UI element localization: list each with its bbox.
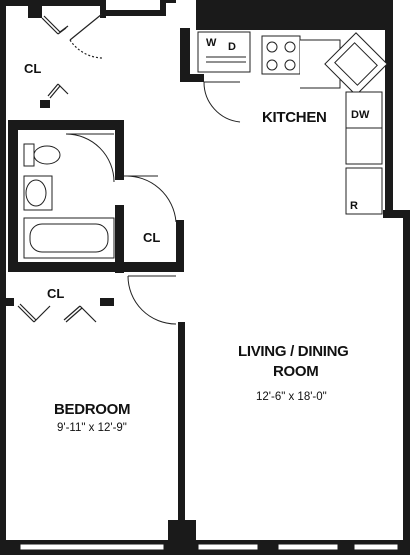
closet-label-hall: CL bbox=[143, 230, 161, 245]
refrigerator-label: R bbox=[350, 200, 358, 212]
living-room-dimensions: 12'-6" x 18'-0" bbox=[256, 391, 327, 403]
living-room-label-line1: LIVING / DINING bbox=[238, 343, 349, 360]
closet-label-top-left: CL bbox=[24, 61, 42, 76]
bedroom-label: BEDROOM bbox=[54, 401, 131, 418]
bathroom-fixtures bbox=[23, 143, 115, 259]
closet-label-bedroom: CL bbox=[47, 286, 65, 301]
interior-walls bbox=[0, 0, 204, 542]
kitchen-label: KITCHEN bbox=[262, 109, 327, 126]
window-openings bbox=[19, 543, 399, 551]
closet-doors bbox=[17, 13, 103, 323]
living-room-label-line2: ROOM bbox=[273, 363, 319, 380]
bedroom-dimensions: 9'-11" x 12'-9" bbox=[57, 422, 127, 434]
dishwasher-label: DW bbox=[351, 109, 370, 121]
washer-label: W bbox=[206, 37, 217, 49]
kitchen-fixtures bbox=[197, 31, 388, 215]
dryer-label: D bbox=[228, 41, 236, 53]
doors bbox=[65, 81, 241, 325]
